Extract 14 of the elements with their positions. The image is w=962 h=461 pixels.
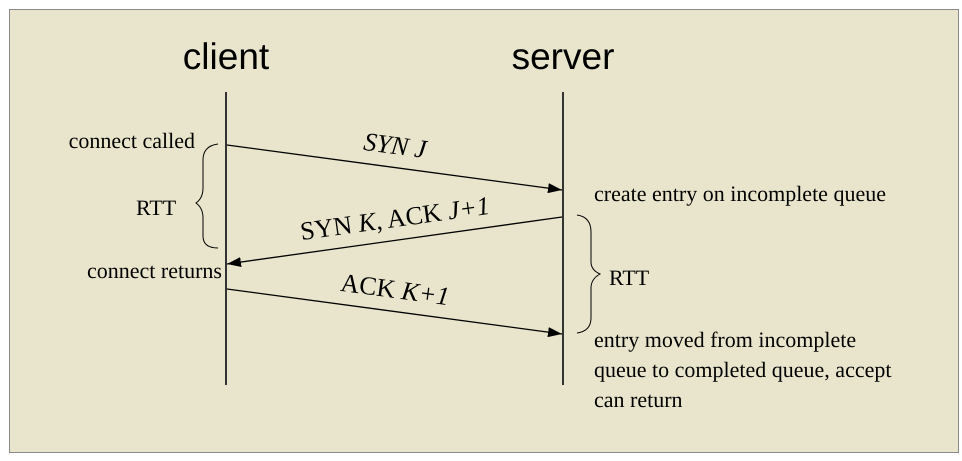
edge-label: SYN K, ACK J+1 bbox=[298, 191, 491, 246]
participant-label: server bbox=[512, 36, 614, 78]
message-arrow bbox=[226, 216, 562, 267]
annotation-text: connect called bbox=[68, 127, 195, 155]
annotation-text: entry moved from incomplete queue to completed queue, accept can return bbox=[594, 326, 892, 414]
annotation-text: create entry on incomplete queue bbox=[594, 180, 886, 208]
annotation-text: RTT bbox=[136, 194, 176, 222]
edge-label: ACK K+1 bbox=[338, 268, 451, 311]
annotation-text: RTT bbox=[609, 264, 650, 292]
annotation-text: connect returns bbox=[87, 257, 222, 285]
edge-label: SYN J bbox=[362, 127, 428, 164]
participant-label: client bbox=[182, 36, 270, 78]
message-arrow bbox=[226, 144, 562, 194]
message-arrow bbox=[226, 288, 562, 338]
